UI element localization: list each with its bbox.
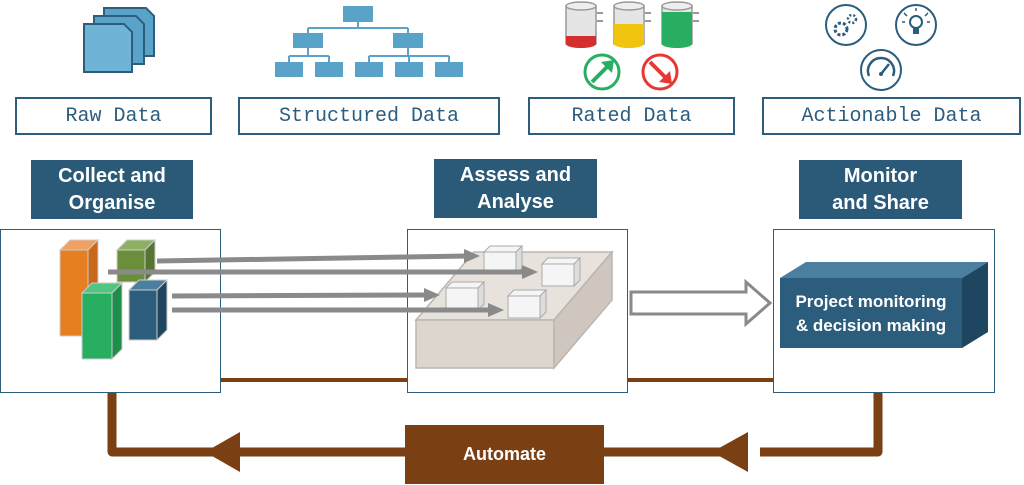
assess-to-monitor-arrow: [629, 278, 773, 328]
loop-arrowhead-left: [205, 432, 240, 472]
automate-box: Automate: [405, 425, 604, 484]
gauge-icon: [860, 49, 902, 91]
phase-title-collect: Collect and Organise: [31, 160, 193, 219]
cylinder-yellow-icon: [613, 1, 651, 48]
org-chart-icon: [275, 6, 463, 77]
green-block: [80, 281, 124, 361]
phase-title-assess-line2: Analyse: [477, 190, 554, 213]
navy-block: [127, 278, 169, 342]
cylinder-red-icon: [565, 1, 603, 48]
phase-title-monitor: Monitor and Share: [799, 160, 962, 219]
stage-label-structured-data: Structured Data: [238, 97, 500, 135]
trend-up-icon: [583, 53, 621, 91]
stage-label-rated-data: Rated Data: [528, 97, 735, 135]
phase-title-assess: Assess and Analyse: [434, 159, 597, 218]
cylinder-green-icon: [661, 1, 699, 48]
data-blocks: [58, 238, 169, 361]
project-monitoring-box: [780, 262, 988, 348]
documents-icon: [83, 7, 155, 73]
olive-block: [115, 238, 157, 284]
project-monitoring-label: Project monitoring & decision making: [780, 290, 962, 338]
phase-title-monitor-line1: Monitor: [843, 164, 918, 187]
trend-down-icon: [641, 53, 679, 91]
stage-label-raw-data: Raw Data: [15, 97, 212, 135]
phase-title-collect-line2: Organise: [68, 191, 156, 214]
phase-title-collect-line1: Collect and: [58, 164, 166, 187]
stage-label-actionable-data: Actionable Data: [762, 97, 1021, 135]
lightbulb-icon: [895, 4, 937, 46]
gears-icon: [825, 4, 867, 46]
loop-arrowhead-right: [712, 432, 748, 472]
project-monitoring-line2: & decision making: [795, 316, 947, 335]
data-flow-arrows: [108, 249, 538, 317]
phase-title-monitor-line2: and Share: [832, 191, 929, 214]
analysis-cubes: [444, 244, 582, 320]
phase-title-assess-line1: Assess and: [459, 163, 572, 186]
project-monitoring-line1: Project monitoring: [795, 292, 947, 311]
